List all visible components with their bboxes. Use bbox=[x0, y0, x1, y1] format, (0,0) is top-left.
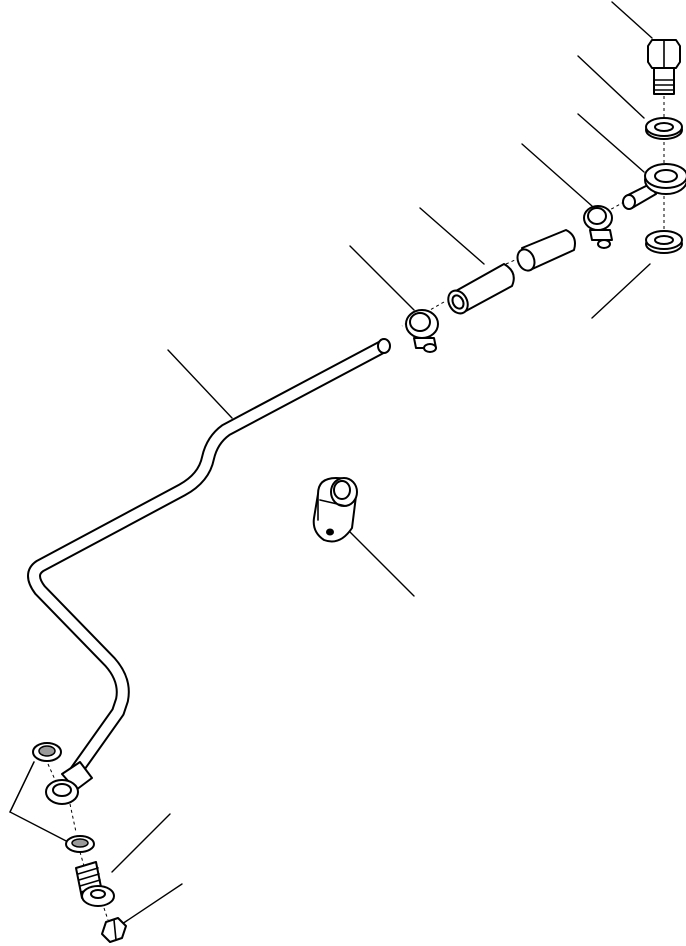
leader-rubber-hose bbox=[419, 207, 485, 265]
lower-banjo-fitting bbox=[45, 761, 93, 805]
leader-hose-clamp-upper bbox=[521, 143, 593, 207]
lower-bolt-head bbox=[101, 917, 127, 943]
upper-washer bbox=[645, 117, 683, 140]
leader-upper-washer bbox=[577, 55, 645, 119]
leader-bottom-washer-top-branch bbox=[9, 761, 35, 813]
lower-washer-bottom bbox=[65, 835, 95, 853]
lower-washer-top bbox=[32, 742, 62, 762]
lower-washer bbox=[645, 230, 683, 254]
banjo-fitting bbox=[622, 163, 686, 210]
leader-oil-tube bbox=[167, 349, 233, 419]
leader-lower-bolt bbox=[121, 883, 183, 925]
leader-lines bbox=[9, 1, 653, 925]
leader-support-clamp bbox=[349, 531, 415, 597]
leader-banjo-fitting bbox=[577, 113, 645, 173]
leader-banjo-bolt bbox=[611, 1, 653, 39]
hose-clamp-lower bbox=[405, 309, 439, 353]
banjo-bolt bbox=[647, 39, 681, 95]
oil-tube bbox=[27, 338, 391, 779]
lower-banjo-bolt bbox=[75, 861, 115, 907]
leader-lower-washer bbox=[591, 263, 651, 319]
rubber-hose-short bbox=[516, 229, 576, 272]
leader-lower-banjo bbox=[111, 813, 171, 873]
rubber-hose-long bbox=[447, 263, 515, 315]
leader-hose-clamp-lower bbox=[349, 245, 415, 311]
hose-clamp-upper bbox=[583, 205, 613, 249]
tube-support-clamp bbox=[312, 477, 358, 543]
